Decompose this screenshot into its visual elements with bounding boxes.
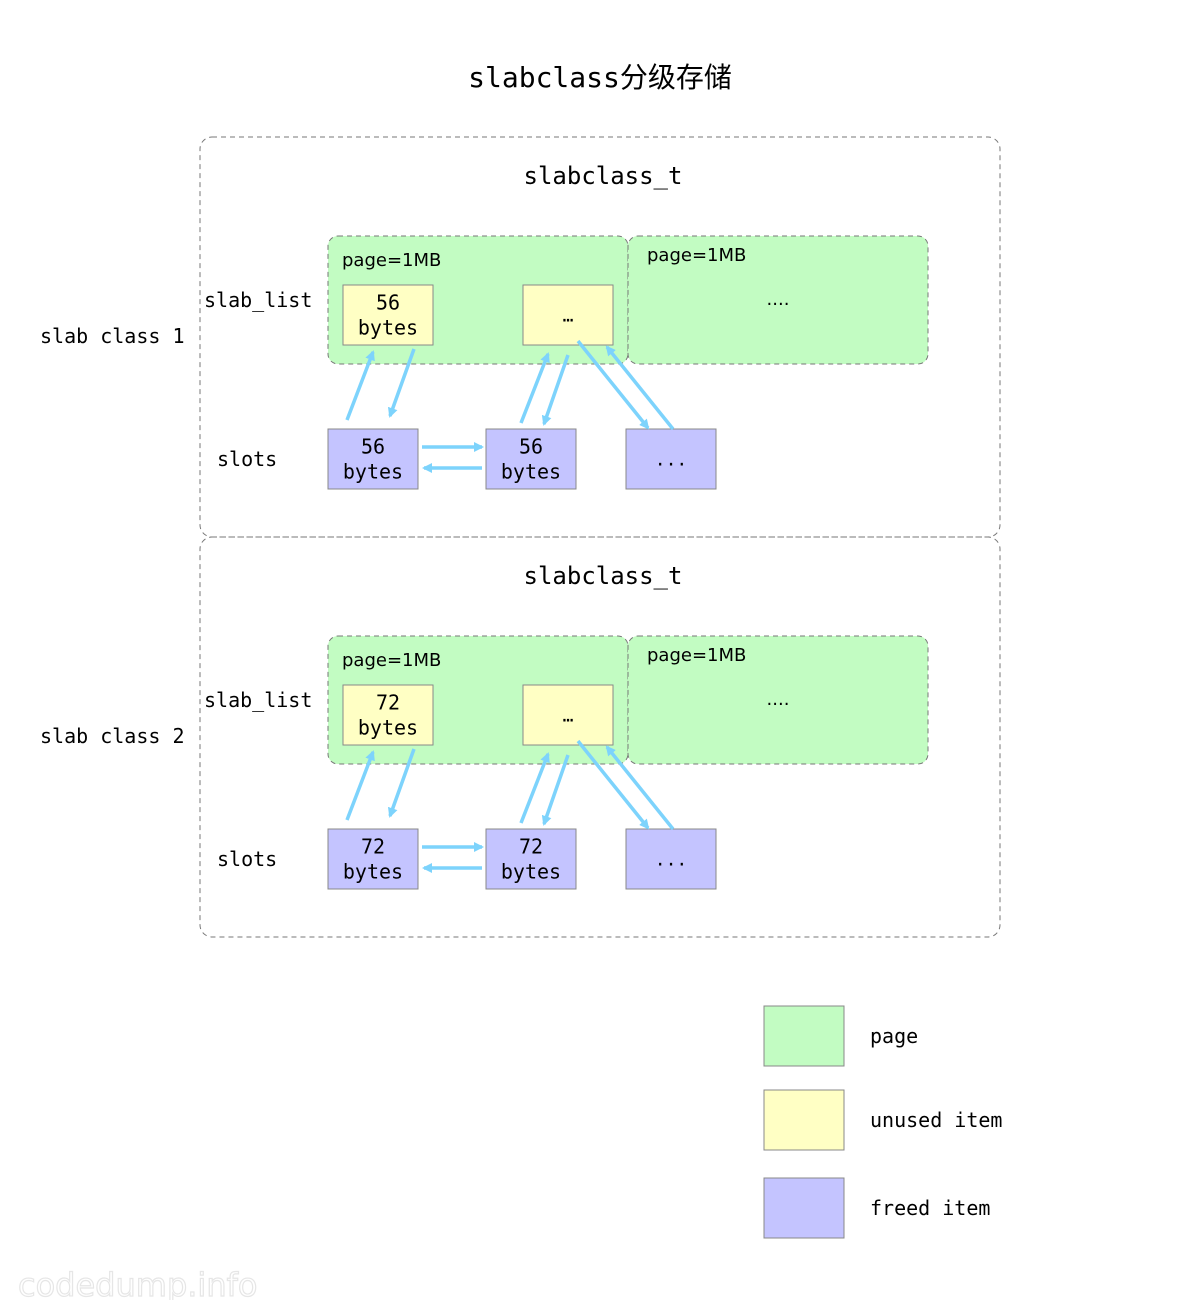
- freed-slot-box: [625, 828, 717, 890]
- link-arrow: [519, 352, 550, 424]
- slab-class-label: slab class 2: [40, 724, 185, 748]
- diagram-title: slabclass分级存储: [468, 61, 732, 94]
- legend: page unused item freed item: [763, 1005, 1002, 1239]
- struct-name-label: slabclass_t: [524, 562, 683, 590]
- freed-slot-label: ...: [655, 849, 688, 870]
- link-arrow: [605, 745, 675, 831]
- page-size-label: page=1MB: [342, 250, 441, 271]
- slab-list-label: slab_list: [204, 288, 312, 312]
- slots-label: slots: [217, 847, 277, 871]
- freed-slot-box: [327, 428, 419, 490]
- legend-swatch: [763, 1005, 845, 1067]
- link-arrow: [387, 748, 416, 818]
- link-arrow: [387, 348, 416, 418]
- struct-name-label: slabclass_t: [524, 162, 683, 190]
- link-arrow: [576, 339, 650, 430]
- legend-label: freed item: [870, 1196, 990, 1220]
- page-block: [627, 635, 929, 765]
- freed-slot-label: ...: [655, 449, 688, 470]
- link-arrow: [345, 350, 375, 421]
- unused-item-box: [522, 284, 614, 346]
- link-arrow: [345, 750, 375, 821]
- slots-label: slots: [217, 447, 277, 471]
- page-block: [627, 235, 929, 365]
- link-arrow: [605, 345, 675, 431]
- legend-swatch: [763, 1089, 845, 1151]
- legend-label: unused item: [870, 1108, 1002, 1132]
- unused-item-box: [342, 684, 434, 746]
- link-arrow: [576, 739, 650, 830]
- freed-slot-box: [327, 828, 419, 890]
- unused-item-label: …: [563, 705, 574, 726]
- page-size-label: page=1MB: [342, 650, 441, 671]
- legend-label: page: [870, 1024, 918, 1048]
- watermark: codedump.info: [18, 1266, 257, 1300]
- page-ellipsis: ....: [767, 289, 790, 310]
- freed-slot-box: [485, 828, 577, 890]
- page-ellipsis: ....: [767, 689, 790, 710]
- slab-list-label: slab_list: [204, 688, 312, 712]
- unused-item-box: [342, 284, 434, 346]
- freed-slot-box: [485, 428, 577, 490]
- legend-swatch: [763, 1177, 845, 1239]
- unused-item-box: [522, 684, 614, 746]
- link-arrow: [541, 354, 570, 426]
- slab-class-label: slab class 1: [40, 324, 185, 348]
- slabclass-container: [199, 536, 1001, 938]
- link-arrow: [541, 754, 570, 826]
- page-size-label: page=1MB: [647, 245, 746, 266]
- unused-item-label: …: [563, 305, 574, 326]
- page-size-label: page=1MB: [647, 645, 746, 666]
- link-arrow: [519, 752, 550, 824]
